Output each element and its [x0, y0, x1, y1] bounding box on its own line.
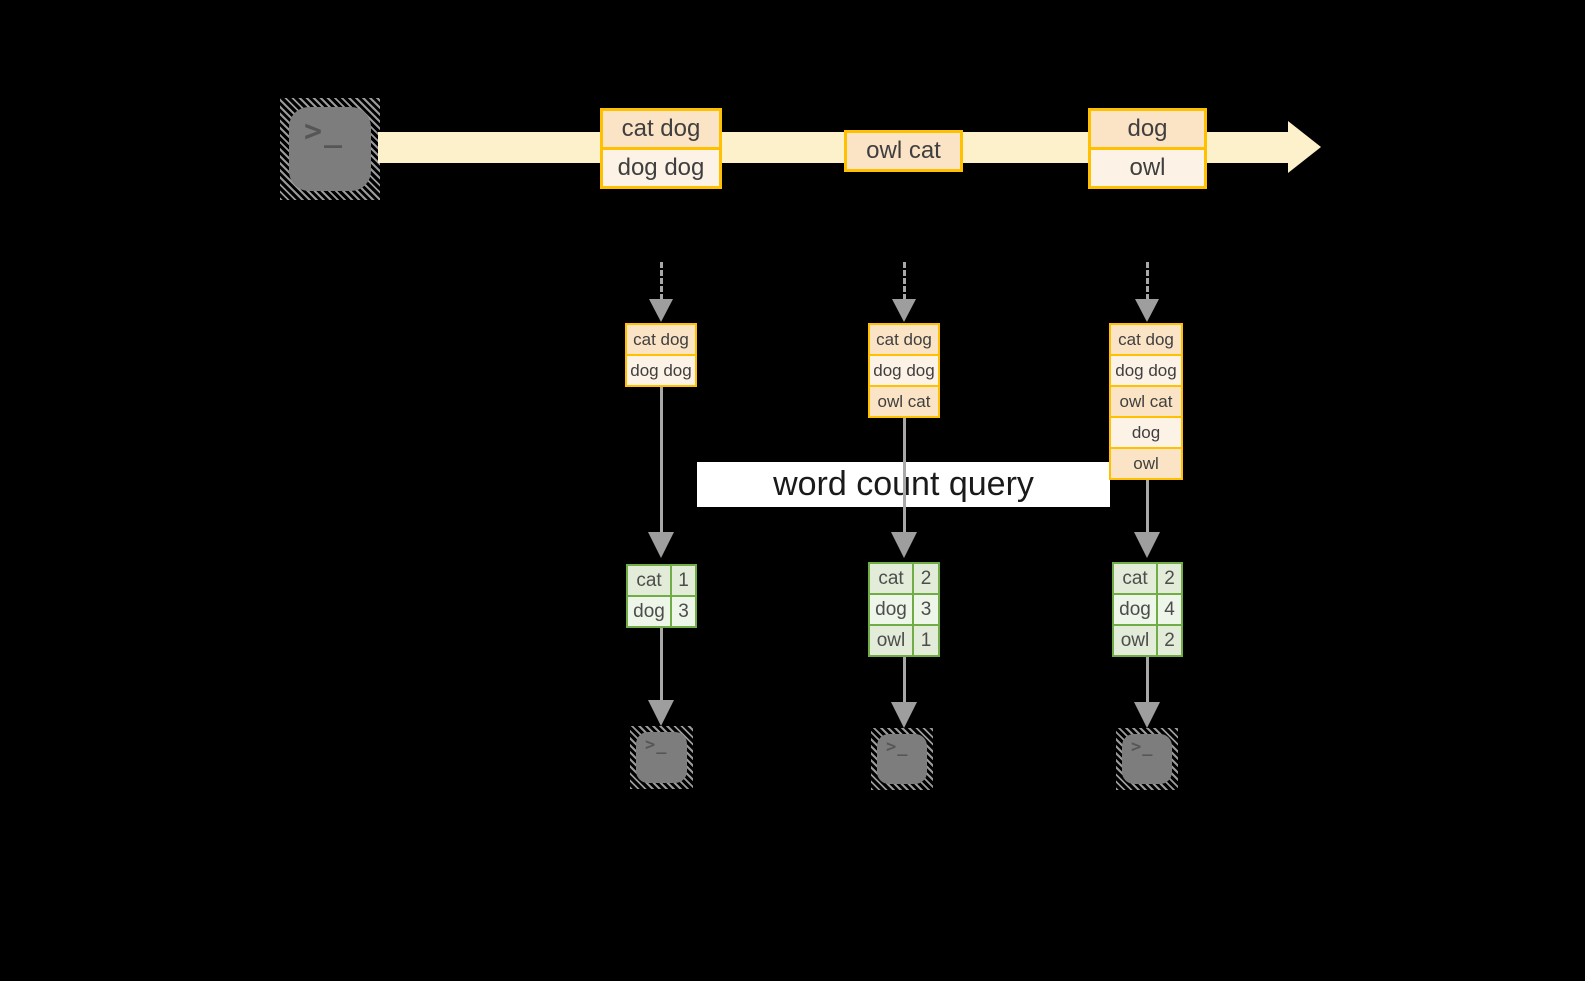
terminal-sink-icon: >_	[630, 726, 693, 789]
count-value-cell: 1	[672, 566, 695, 595]
arrowhead-icon	[648, 532, 674, 558]
count-value-cell: 1	[914, 626, 938, 655]
connector-line	[659, 628, 663, 700]
count-value-cell: 3	[672, 597, 695, 626]
count-value-cell: 4	[1158, 595, 1181, 624]
count-value-cell: 2	[1158, 564, 1181, 593]
batch-line: dog dog	[603, 147, 719, 186]
dashed-arrowhead-icon	[649, 299, 673, 322]
arrowhead-icon	[1134, 702, 1160, 728]
terminal-prompt-glyph: >_	[886, 737, 909, 757]
count-row: dog 4	[1114, 593, 1181, 624]
batch-line: owl cat	[847, 133, 960, 169]
terminal-sink-icon: >_	[1116, 728, 1178, 790]
count-word-cell: dog	[1114, 595, 1158, 624]
count-word-cell: dog	[628, 597, 672, 626]
accumulated-state-2: cat dog dog dog owl cat	[868, 323, 940, 418]
batch-line: owl	[1091, 147, 1204, 186]
arrowhead-icon	[648, 700, 674, 726]
count-word-cell: cat	[1114, 564, 1158, 593]
terminal-screen	[289, 107, 371, 191]
count-row: owl 2	[1114, 624, 1181, 655]
count-row: dog 3	[628, 595, 695, 626]
count-value-cell: 2	[914, 564, 938, 593]
count-value-cell: 3	[914, 595, 938, 624]
count-row: cat 1	[628, 566, 695, 595]
count-row: cat 2	[870, 564, 938, 593]
count-row: cat 2	[1114, 564, 1181, 593]
accumulated-state-3: cat dog dog dog owl cat dog owl	[1109, 323, 1183, 480]
state-row: dog dog	[870, 354, 938, 385]
state-row: dog	[1111, 416, 1181, 447]
dashed-arrowhead-icon	[892, 299, 916, 322]
stream-batch-2: owl cat	[844, 130, 963, 172]
stream-arrowhead-icon	[1288, 121, 1321, 173]
terminal-screen	[636, 732, 687, 783]
count-word-cell: cat	[870, 564, 914, 593]
dashed-arrowhead-icon	[1135, 299, 1159, 322]
count-row: dog 3	[870, 593, 938, 624]
terminal-screen	[877, 734, 927, 784]
terminal-prompt-glyph: >_	[645, 735, 668, 755]
count-word-cell: owl	[1114, 626, 1158, 655]
state-row: owl cat	[870, 385, 938, 416]
count-word-cell: owl	[870, 626, 914, 655]
terminal-sink-icon: >_	[871, 728, 933, 790]
connector-line	[1145, 478, 1149, 532]
arrowhead-icon	[891, 702, 917, 728]
state-row: dog dog	[627, 354, 695, 385]
terminal-prompt-glyph: >_	[304, 114, 345, 149]
state-row: owl	[1111, 447, 1181, 478]
arrowhead-icon	[1134, 532, 1160, 558]
state-row: cat dog	[627, 325, 695, 354]
terminal-source-icon: >_	[280, 98, 380, 200]
batch-line: cat dog	[603, 111, 719, 147]
state-row: cat dog	[870, 325, 938, 354]
dashed-arrow-line	[659, 262, 663, 300]
stream-batch-3: dog owl	[1088, 108, 1207, 189]
dashed-arrow-line	[1145, 262, 1149, 300]
state-row: cat dog	[1111, 325, 1181, 354]
connector-line	[902, 416, 906, 532]
terminal-screen	[1122, 734, 1172, 784]
dashed-arrow-line	[902, 262, 906, 300]
count-word-cell: cat	[628, 566, 672, 595]
connector-line	[902, 657, 906, 702]
connector-line	[1145, 657, 1149, 702]
state-row: owl cat	[1111, 385, 1181, 416]
connector-line	[659, 385, 663, 532]
count-value-cell: 2	[1158, 626, 1181, 655]
count-table-3: cat 2 dog 4 owl 2	[1112, 562, 1183, 657]
batch-line: dog	[1091, 111, 1204, 147]
terminal-prompt-glyph: >_	[1131, 737, 1154, 757]
count-row: owl 1	[870, 624, 938, 655]
accumulated-state-1: cat dog dog dog	[625, 323, 697, 387]
count-word-cell: dog	[870, 595, 914, 624]
state-row: dog dog	[1111, 354, 1181, 385]
arrowhead-icon	[891, 532, 917, 558]
stream-batch-1: cat dog dog dog	[600, 108, 722, 189]
count-table-2: cat 2 dog 3 owl 1	[868, 562, 940, 657]
count-table-1: cat 1 dog 3	[626, 564, 697, 628]
